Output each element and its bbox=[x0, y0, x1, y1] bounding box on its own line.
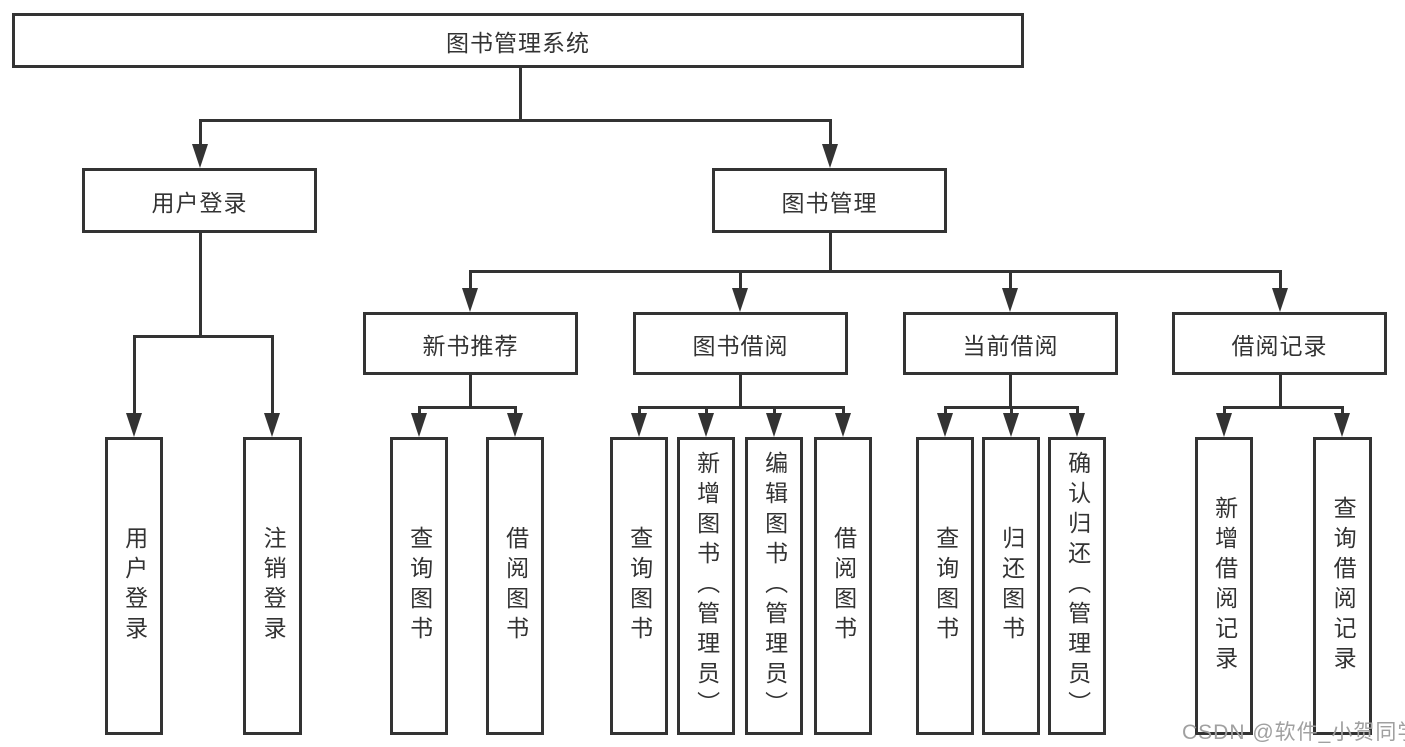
leaf-label: 确认归还（管理员） bbox=[1064, 451, 1091, 721]
arrow-down-icon bbox=[698, 413, 714, 437]
connector-stem bbox=[705, 406, 708, 414]
node-book-management-label: 图书管理 bbox=[781, 189, 878, 216]
node-borrowing-records-label: 借阅记录 bbox=[1231, 332, 1328, 359]
connector-borrow-records-stub bbox=[1279, 373, 1282, 408]
connector-stem bbox=[514, 406, 517, 414]
leaf-confirm-return-admin: 确认归还（管理员） bbox=[1048, 437, 1106, 735]
leaf-query-books-current: 查询图书 bbox=[916, 437, 974, 735]
leaf-label: 查询借阅记录 bbox=[1330, 496, 1357, 676]
connector-book-borrow-stub bbox=[739, 373, 742, 408]
connector-new-books-stub bbox=[469, 373, 472, 408]
connector-book-mgmt-hline bbox=[469, 270, 1282, 273]
csdn-watermark: CSDN @软件_小贺同学 bbox=[1182, 721, 1405, 744]
arrow-down-icon bbox=[1272, 288, 1288, 312]
connector-stem bbox=[638, 406, 641, 414]
arrow-down-icon bbox=[462, 288, 478, 312]
arrow-down-icon bbox=[1003, 413, 1019, 437]
arrow-down-icon bbox=[937, 413, 953, 437]
arrow-down-icon bbox=[1216, 413, 1232, 437]
leaf-label: 用户登录 bbox=[121, 526, 148, 646]
leaf-logout: 注销登录 bbox=[243, 437, 302, 735]
arrow-down-icon bbox=[1069, 413, 1085, 437]
connector-root-stub bbox=[519, 66, 522, 122]
arrow-down-icon bbox=[264, 413, 280, 437]
connector-stem bbox=[773, 406, 776, 414]
connector-current-borrow-stub bbox=[1009, 373, 1012, 408]
connector-stem bbox=[1010, 406, 1013, 414]
connector-book-mgmt-stub bbox=[829, 231, 832, 272]
connector-stem bbox=[1341, 406, 1344, 414]
leaf-return-books: 归还图书 bbox=[982, 437, 1040, 735]
node-borrowing-records: 借阅记录 bbox=[1172, 312, 1387, 375]
connector-book-borrow-hline bbox=[638, 406, 845, 409]
connector-stem bbox=[1223, 406, 1226, 414]
leaf-query-books-borrowing: 查询图书 bbox=[610, 437, 668, 735]
arrow-down-icon bbox=[766, 413, 782, 437]
arrow-down-icon bbox=[822, 144, 838, 168]
connector-stem bbox=[418, 406, 421, 414]
connector-user-login-stub bbox=[199, 231, 202, 337]
node-book-borrowing-label: 图书借阅 bbox=[692, 332, 789, 359]
leaf-borrow-books-borrowing: 借阅图书 bbox=[814, 437, 872, 735]
arrow-down-icon bbox=[1002, 288, 1018, 312]
arrow-down-icon bbox=[507, 413, 523, 437]
node-new-book-recommend-label: 新书推荐 bbox=[422, 332, 519, 359]
connector-stem-book-mgmt bbox=[829, 119, 832, 146]
leaf-label: 归还图书 bbox=[998, 526, 1025, 646]
node-book-management: 图书管理 bbox=[712, 168, 947, 233]
leaf-label: 查询图书 bbox=[626, 526, 653, 646]
connector-stem-borrow-records bbox=[1279, 270, 1282, 290]
node-current-borrowing-label: 当前借阅 bbox=[962, 332, 1059, 359]
arrow-down-icon bbox=[411, 413, 427, 437]
leaf-label: 借阅图书 bbox=[830, 526, 857, 646]
connector-stem-user-login bbox=[199, 119, 202, 146]
connector-stem-current-borrow bbox=[1009, 270, 1012, 290]
connector-user-login-hline bbox=[133, 335, 274, 338]
leaf-query-books-recommend: 查询图书 bbox=[390, 437, 448, 735]
leaf-user-login: 用户登录 bbox=[105, 437, 163, 735]
node-user-login: 用户登录 bbox=[82, 168, 317, 233]
node-current-borrowing: 当前借阅 bbox=[903, 312, 1118, 375]
node-root-label: 图书管理系统 bbox=[446, 29, 590, 56]
node-root-system: 图书管理系统 bbox=[12, 13, 1024, 68]
connector-stem-leaf-logout bbox=[271, 335, 274, 415]
connector-new-books-hline bbox=[418, 406, 517, 409]
node-book-borrowing: 图书借阅 bbox=[633, 312, 848, 375]
arrow-down-icon bbox=[631, 413, 647, 437]
arrow-down-icon bbox=[732, 288, 748, 312]
leaf-label: 新增图书（管理员） bbox=[693, 451, 720, 721]
connector-stem bbox=[1076, 406, 1079, 414]
connector-root-hline bbox=[199, 119, 832, 122]
node-new-book-recommend: 新书推荐 bbox=[363, 312, 578, 375]
arrow-down-icon bbox=[1334, 413, 1350, 437]
leaf-label: 查询图书 bbox=[406, 526, 433, 646]
leaf-label: 编辑图书（管理员） bbox=[761, 451, 788, 721]
leaf-label: 查询图书 bbox=[932, 526, 959, 646]
arrow-down-icon bbox=[835, 413, 851, 437]
arrow-down-icon bbox=[192, 144, 208, 168]
connector-stem-leaf-login bbox=[133, 335, 136, 415]
leaf-add-books-admin: 新增图书（管理员） bbox=[677, 437, 735, 735]
connector-stem-new-books bbox=[469, 270, 472, 290]
connector-borrow-records-hline bbox=[1223, 406, 1344, 409]
leaf-label: 注销登录 bbox=[260, 526, 287, 646]
leaf-query-borrow-record: 查询借阅记录 bbox=[1313, 437, 1372, 735]
connector-stem-book-borrow bbox=[739, 270, 742, 290]
leaf-edit-books-admin: 编辑图书（管理员） bbox=[745, 437, 803, 735]
node-user-login-label: 用户登录 bbox=[151, 189, 248, 216]
leaf-borrow-books-recommend: 借阅图书 bbox=[486, 437, 544, 735]
connector-stem bbox=[842, 406, 845, 414]
leaf-label: 新增借阅记录 bbox=[1211, 496, 1238, 676]
leaf-label: 借阅图书 bbox=[502, 526, 529, 646]
arrow-down-icon bbox=[126, 413, 142, 437]
connector-stem bbox=[944, 406, 947, 414]
leaf-add-borrow-record: 新增借阅记录 bbox=[1195, 437, 1253, 735]
